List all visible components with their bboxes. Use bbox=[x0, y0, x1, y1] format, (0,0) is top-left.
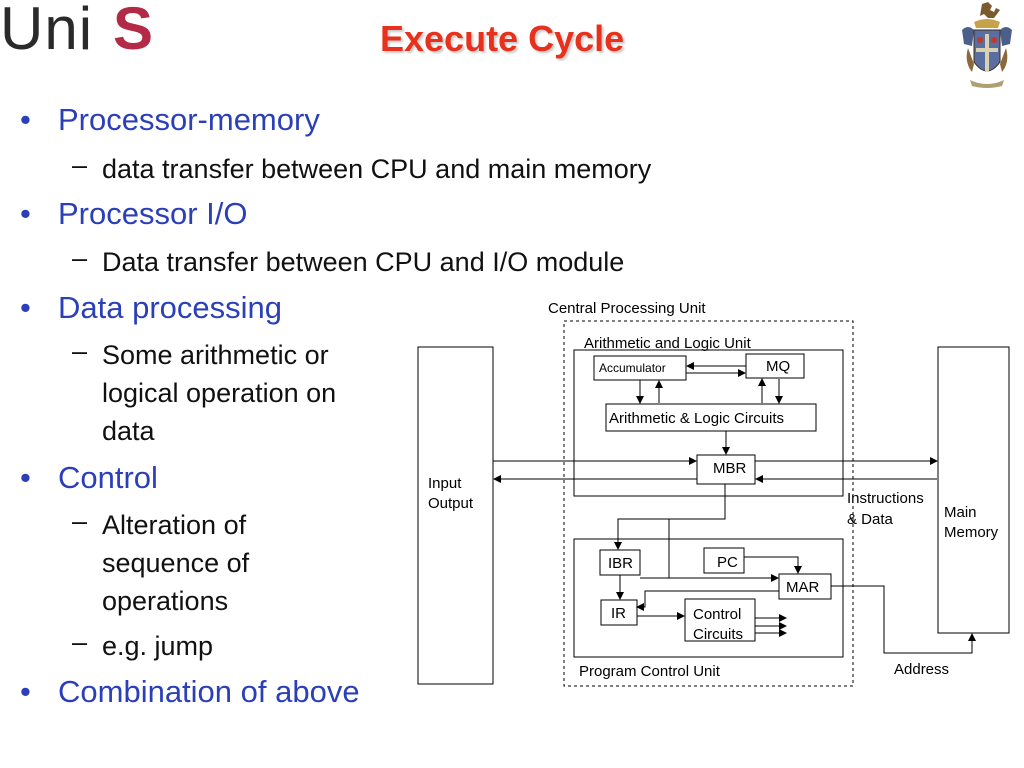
bullet-dot-icon: • bbox=[20, 460, 31, 495]
accumulator-label: Accumulator bbox=[599, 361, 666, 375]
dash-icon: – bbox=[72, 243, 88, 273]
ibr-box bbox=[599, 549, 641, 576]
mq-label: MQ bbox=[766, 358, 790, 375]
pc-label: PC bbox=[717, 554, 738, 571]
cpu-boundary bbox=[563, 320, 854, 687]
mar-label: MAR bbox=[786, 579, 820, 596]
dash-icon: – bbox=[72, 336, 88, 366]
sub-bullet-text: data transfer between CPU and main memor… bbox=[102, 154, 652, 184]
io-label-1: Input bbox=[428, 475, 462, 492]
memory-box bbox=[937, 346, 1010, 634]
sub-bullet-text: Alteration of sequence of operations bbox=[102, 510, 250, 616]
slide-title: Execute Cycle bbox=[380, 18, 625, 59]
instructions-label-1: Instructions bbox=[847, 490, 924, 507]
mbr-box bbox=[696, 454, 756, 485]
control-circuits-box bbox=[684, 598, 756, 642]
pcu-label: Program Control Unit bbox=[579, 663, 721, 680]
pc-box bbox=[703, 547, 745, 574]
bullet-dot-icon: • bbox=[20, 674, 31, 709]
alu-box bbox=[573, 349, 844, 497]
sub-bullet-text: Some arithmetic or logical operation on … bbox=[102, 340, 337, 446]
bullet-dot-icon: • bbox=[20, 290, 31, 325]
control-label-2: Circuits bbox=[693, 626, 743, 643]
alc-label: Arithmetic & Logic Circuits bbox=[609, 410, 784, 427]
memory-label-2: Memory bbox=[944, 524, 999, 541]
bullet-text: Processor I/O bbox=[58, 196, 248, 231]
sub-bullet-text: e.g. jump bbox=[102, 631, 214, 661]
mbr-label: MBR bbox=[713, 460, 747, 477]
cpu-label: Central Processing Unit bbox=[548, 300, 706, 317]
ir-box bbox=[600, 599, 638, 626]
io-label-2: Output bbox=[428, 495, 474, 512]
alc-box bbox=[605, 403, 817, 432]
logo-text-uni: Uni bbox=[0, 0, 94, 62]
io-box bbox=[417, 346, 494, 685]
instructions-label-2: & Data bbox=[847, 511, 894, 528]
address-label: Address bbox=[894, 661, 949, 678]
accumulator-box bbox=[593, 355, 687, 381]
logo-text-s: S bbox=[113, 0, 154, 62]
bullet-text: Control bbox=[58, 460, 158, 495]
memory-label-1: Main bbox=[944, 504, 977, 521]
ir-label: IR bbox=[611, 605, 626, 622]
bullet-dot-icon: • bbox=[20, 102, 31, 137]
mar-box bbox=[778, 573, 832, 600]
sub-bullet-text: Data transfer between CPU and I/O module bbox=[102, 247, 625, 277]
bullet-dot-icon: • bbox=[20, 196, 31, 231]
dash-icon: – bbox=[72, 150, 88, 180]
ibr-label: IBR bbox=[608, 555, 633, 572]
bullet-text: Processor-memory bbox=[58, 102, 320, 137]
dash-icon: – bbox=[72, 627, 88, 657]
bullet-text: Data processing bbox=[58, 290, 283, 325]
dash-icon: – bbox=[72, 506, 88, 536]
alu-label: Arithmetic and Logic Unit bbox=[584, 335, 752, 352]
control-label-1: Control bbox=[693, 606, 741, 623]
pcu-box bbox=[573, 538, 844, 658]
university-crest-icon bbox=[962, 2, 1012, 88]
bullet-text: Combination of above bbox=[58, 674, 360, 709]
